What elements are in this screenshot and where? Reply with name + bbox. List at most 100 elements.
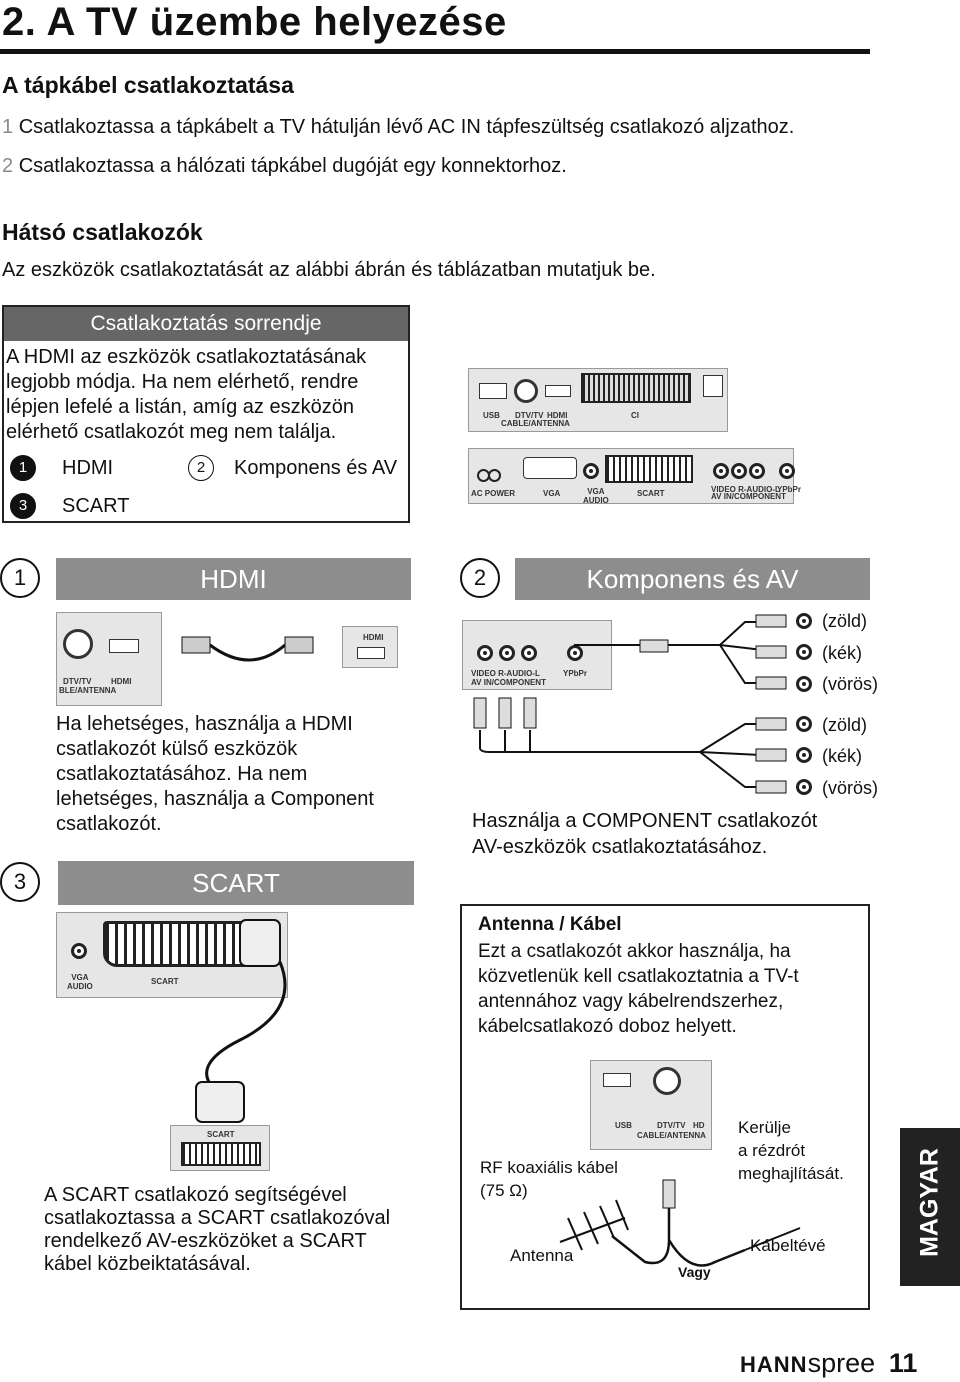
antenna-box: Antenna / Kábel Ezt a csatlakozót akkor …: [460, 904, 870, 1310]
step-text: Csatlakoztassa a tápkábelt a TV hátulján…: [18, 116, 795, 138]
text-line: A SCART csatlakozó segítségével: [44, 1184, 347, 1206]
coax-port-icon: [653, 1067, 681, 1095]
scart-banner: SCART: [58, 861, 414, 905]
hdmi-cable-line: [209, 643, 286, 662]
antenna-heading: Antenna / Kábel: [478, 914, 622, 935]
rca-plug-icon: [473, 697, 487, 729]
label-hdmi: HDMI: [111, 677, 132, 686]
antenna-label: Antenna: [510, 1246, 574, 1265]
section-number-1: 1: [0, 558, 40, 598]
order-box-header: Csatlakoztatás sorrendje: [4, 307, 408, 341]
blue-jack-icon: [796, 644, 812, 660]
label-usb: USB: [615, 1121, 632, 1130]
hdmi-description: Ha lehetséges, használja a HDMI csatlako…: [56, 712, 374, 837]
color-label-green: (zöld): [822, 715, 868, 735]
hdmi-plug-icon: [284, 636, 314, 654]
color-label-red: (vörös): [822, 674, 879, 694]
ypbpr-jack-icon: [567, 645, 583, 661]
audio-r-jack-icon: [499, 645, 515, 661]
order-line: A HDMI az eszközök csatlakoztatásának: [6, 346, 367, 368]
audio-l-jack-icon: [521, 645, 537, 661]
rca-plug-icon: [523, 697, 537, 729]
order-item-hdmi: HDMI: [62, 457, 114, 479]
order-num-2: 2: [188, 455, 214, 481]
text-line: rendelkező AV-eszközöket a SCART: [44, 1230, 367, 1252]
order-item-scart: SCART: [62, 495, 130, 517]
text-line: csatlakozót.: [56, 813, 162, 835]
step-number: 1: [2, 116, 14, 138]
connection-order-box: Csatlakoztatás sorrendje A HDMI az eszkö…: [2, 305, 410, 523]
scart-port-icon: [605, 455, 693, 483]
order-line: lépjen lefelé a listán, amíg az eszközön: [6, 396, 354, 418]
blue-jack-icon: [796, 747, 812, 763]
label-video: VIDEO R-AUDIO-L: [711, 485, 780, 494]
antenna-icon: [559, 1199, 629, 1251]
scart-port-icon: [181, 1142, 261, 1166]
order-item-component: Komponens és AV: [234, 457, 398, 479]
page-title: 2. A TV üzembe helyezése: [2, 0, 507, 44]
text-line: csatlakoztassa a SCART csatlakozóval: [44, 1207, 391, 1229]
order-line: legjobb módja. Ha nem elérhető, rendre: [6, 371, 359, 393]
text-line: csatlakoztatásához. Ha nem: [56, 763, 308, 785]
order-line: elérhető csatlakozót meg nem találja.: [6, 421, 337, 443]
label-hdmi: HDMI: [363, 633, 384, 642]
label-hdmi: HDMI: [547, 411, 568, 420]
scart-description: A SCART csatlakozó segítségével csatlako…: [44, 1184, 390, 1276]
section-number-3: 3: [0, 862, 40, 902]
text-line: kábel közbeiktatásával.: [44, 1253, 251, 1275]
language-tab-label: MAGYAR: [915, 1148, 944, 1257]
language-tab: [900, 1128, 960, 1286]
rca-plug-icon: [755, 614, 787, 628]
power-heading: A tápkábel csatlakoztatása: [2, 72, 294, 98]
vga-audio-jack-icon: [71, 943, 87, 959]
label-av-in: AV IN/COMPONENT: [711, 492, 786, 501]
ac-power-icon: [488, 469, 501, 482]
red-jack-icon: [796, 676, 812, 692]
order-num-1: 1: [10, 455, 36, 481]
text-line: Használja a COMPONENT csatlakozót: [472, 810, 818, 832]
antenna-panel-crop: USB DTV/TV HD CABLE/ANTENNA: [590, 1060, 712, 1150]
title-rule: [0, 49, 870, 54]
label-dtv: DTV/TV: [657, 1121, 686, 1130]
component-panel-crop: VIDEO R-AUDIO-L AV IN/COMPONENT YPbPr: [462, 620, 612, 690]
rca-plug-icon: [755, 748, 787, 762]
avoid-bending-note: Kerülje a rézdrót meghajlítását.: [738, 1116, 844, 1185]
section-number-2: 2: [460, 558, 500, 598]
rear-panel-top: USB DTV/TV CABLE/ANTENNA HDMI CI: [468, 368, 728, 432]
hdmi-device-port: HDMI: [342, 626, 398, 668]
rca-plug-icon: [755, 645, 787, 659]
green-jack-icon: [796, 613, 812, 629]
text-line: Ezt a csatlakozót akkor használja, ha: [478, 941, 791, 962]
hdmi-port-icon: [545, 385, 571, 397]
text-line: közvetlenük kell csatlakoztatnia a TV-t: [478, 966, 799, 987]
text-line: (75 Ω): [480, 1181, 528, 1200]
power-step-1: 1 Csatlakoztassa a tápkábelt a TV hátulj…: [2, 116, 794, 139]
label-vga: VGA: [543, 489, 561, 498]
order-box-text: A HDMI az eszközök csatlakoztatásának le…: [6, 345, 366, 445]
page-number: 11: [888, 1348, 918, 1378]
power-step-2: 2 Csatlakoztassa a hálózati tápkábel dug…: [2, 155, 567, 178]
vga-port-icon: [523, 457, 577, 479]
text-line: a rézdrót: [738, 1141, 806, 1160]
hdmi-panel-crop: DTV/TV BLE/ANTENNA HDMI: [56, 612, 162, 706]
label-hdmi: HD: [693, 1121, 705, 1130]
label-usb: USB: [483, 411, 500, 420]
video-jack-icon: [477, 645, 493, 661]
or-label: Vagy: [678, 1264, 711, 1280]
text-line: meghajlítását.: [738, 1164, 844, 1183]
label-ypbpr: YPbPr: [777, 485, 802, 494]
label-dtv: DTV/TV: [63, 677, 92, 686]
text-line: csatlakozót külső eszközök: [56, 738, 298, 760]
step-number: 2: [2, 155, 14, 177]
color-label-red: (vörös): [822, 778, 879, 798]
scart-cable-line: [205, 961, 287, 1092]
label-scart: SCART: [151, 977, 179, 986]
brand-logo-bold: HANN: [740, 1352, 808, 1377]
label-dtv: DTV/TV: [515, 411, 544, 420]
order-num-3: 3: [10, 493, 36, 519]
